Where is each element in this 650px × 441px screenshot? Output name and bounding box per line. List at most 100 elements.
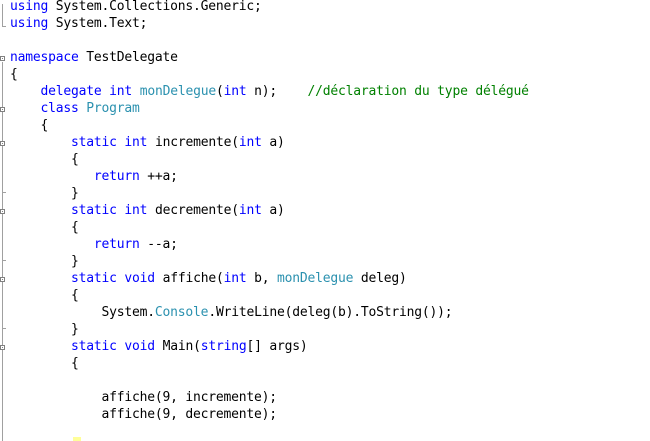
collapse-incremente-icon[interactable] <box>0 141 5 146</box>
keyword-token: int <box>124 135 148 150</box>
code-token: incremente( <box>147 135 239 150</box>
code-token: .WriteLine(deleg(b).ToString()); <box>208 305 453 320</box>
code-line[interactable]: static void Main(string[] args) <box>10 338 308 355</box>
code-token: { <box>10 152 79 167</box>
code-token: TestDelegate <box>78 50 178 65</box>
code-token: ( <box>215 84 224 99</box>
code-line[interactable]: System.Console.WriteLine(deleg(b).ToStri… <box>10 304 453 321</box>
code-token <box>10 135 71 150</box>
keyword-token: int <box>124 203 148 218</box>
code-line[interactable]: class Program <box>10 100 140 117</box>
code-line[interactable]: static void affiche(int b, monDelegue de… <box>10 270 407 287</box>
code-token: { <box>10 67 18 82</box>
fold-line <box>2 4 3 26</box>
code-line[interactable]: { <box>10 66 18 83</box>
code-token <box>10 237 94 252</box>
code-line[interactable]: affiche(9, incremente); <box>10 389 278 406</box>
code-line[interactable]: { <box>10 355 79 372</box>
code-token: decremente( <box>147 203 239 218</box>
fold-tick <box>2 260 6 261</box>
keyword-token: delegate <box>40 84 102 99</box>
code-token: System.Text; <box>48 16 148 31</box>
code-token: ++a; <box>139 169 178 184</box>
code-token <box>10 339 71 354</box>
code-token <box>10 101 41 116</box>
code-line[interactable]: using System.Collections.Generic; <box>10 0 262 15</box>
code-token: { <box>10 288 79 303</box>
outline-gutter <box>0 0 8 441</box>
code-token: { <box>10 356 79 371</box>
keyword-token: int <box>238 203 262 218</box>
collapse-main-icon[interactable] <box>0 345 5 350</box>
keyword-token: using <box>10 0 49 14</box>
keyword-token: void <box>124 339 155 354</box>
type-token: Program <box>86 101 140 116</box>
code-line[interactable]: static int decremente(int a) <box>10 202 285 219</box>
fold-tick <box>2 328 6 329</box>
code-token: affiche( <box>154 271 224 286</box>
code-line[interactable]: return --a; <box>10 236 178 253</box>
code-token <box>10 84 41 99</box>
code-token: a) <box>261 135 285 150</box>
fold-tick <box>2 26 6 27</box>
code-token: System. <box>10 305 156 320</box>
code-token <box>10 169 94 184</box>
code-line[interactable]: delegate int monDelegue(int n); //déclar… <box>10 83 529 100</box>
code-line[interactable]: } <box>10 253 79 270</box>
code-token: n); <box>246 84 308 99</box>
code-line[interactable]: { <box>10 219 79 236</box>
code-line[interactable]: } <box>10 321 79 338</box>
comment-token: //déclaration du type délégué <box>307 84 529 99</box>
code-token: affiche(9, incremente); <box>10 390 278 405</box>
code-token <box>10 271 71 286</box>
code-token: { <box>10 118 49 133</box>
type-token: monDelegue <box>276 271 354 286</box>
keyword-token: int <box>109 84 133 99</box>
code-token: } <box>10 254 79 269</box>
keyword-token: static <box>71 339 117 354</box>
keyword-token: void <box>124 271 155 286</box>
code-token: --a; <box>139 237 178 252</box>
code-line[interactable]: return ++a; <box>10 168 178 185</box>
code-line[interactable]: namespace TestDelegate <box>10 49 178 66</box>
edit-marker <box>73 437 81 441</box>
code-token: [] args) <box>246 339 308 354</box>
code-token: b, <box>246 271 277 286</box>
keyword-token: string <box>200 339 247 354</box>
code-token <box>132 84 140 99</box>
type-token: Console <box>154 305 209 320</box>
keyword-token: int <box>238 135 262 150</box>
code-line[interactable]: { <box>10 117 49 134</box>
code-token: System.Collections.Generic; <box>48 0 262 14</box>
collapse-affiche-icon[interactable] <box>0 277 5 282</box>
code-token: Main( <box>154 339 201 354</box>
keyword-token: static <box>71 135 117 150</box>
code-token: { <box>10 220 79 235</box>
code-token: affiche(9, decremente); <box>10 407 278 422</box>
code-line[interactable]: { <box>10 287 79 304</box>
collapse-class-icon[interactable] <box>0 107 5 112</box>
code-token: } <box>10 322 79 337</box>
code-token: deleg) <box>353 271 407 286</box>
code-line[interactable]: affiche(9, decremente); <box>10 406 278 423</box>
code-token: a) <box>261 203 285 218</box>
code-line[interactable]: using System.Text; <box>10 15 147 32</box>
keyword-token: int <box>223 84 247 99</box>
code-token: } <box>10 186 79 201</box>
code-line[interactable]: { <box>10 151 79 168</box>
code-token <box>10 203 71 218</box>
keyword-token: namespace <box>10 50 79 65</box>
keyword-token: return <box>93 237 140 252</box>
keyword-token: static <box>71 203 117 218</box>
code-line[interactable]: } <box>10 185 79 202</box>
keyword-token: class <box>40 101 79 116</box>
collapse-decremente-icon[interactable] <box>0 209 5 214</box>
keyword-token: int <box>223 271 247 286</box>
fold-tick <box>2 192 6 193</box>
code-line[interactable]: static int incremente(int a) <box>10 134 285 151</box>
keyword-token: return <box>93 169 140 184</box>
type-token: monDelegue <box>139 84 216 99</box>
fold-line <box>2 62 3 441</box>
collapse-namespace-icon[interactable] <box>0 56 5 61</box>
